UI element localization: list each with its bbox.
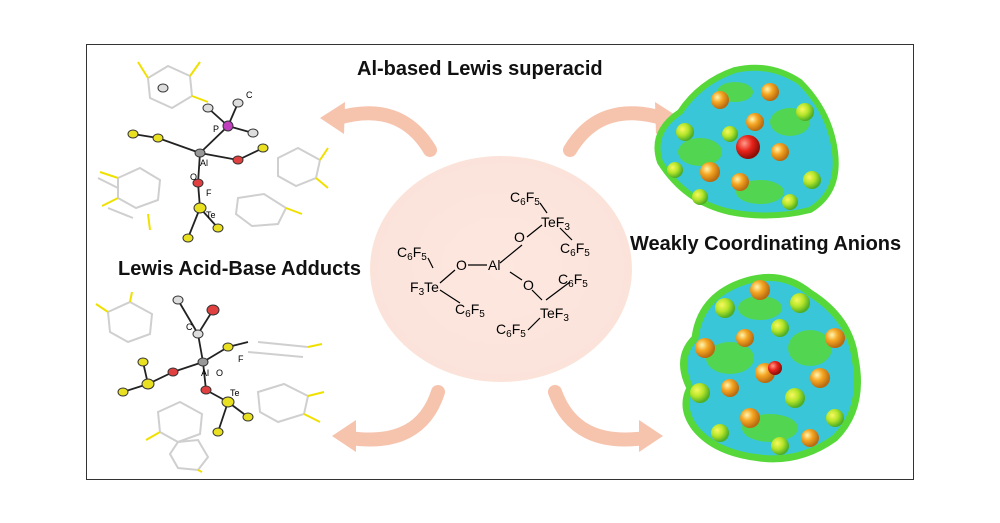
surface-atoms-top bbox=[667, 83, 821, 210]
formula-bottom-c6f5: C6F5 bbox=[496, 321, 526, 340]
crystal-structure-bottom: C Al O F Te bbox=[95, 291, 325, 473]
crystal-bottom-label-c: C bbox=[186, 322, 193, 332]
title-acid-base-adducts: Lewis Acid-Base Adducts bbox=[118, 258, 362, 280]
crystal-bottom-label-al: Al bbox=[201, 368, 209, 378]
wca-surface-bottom bbox=[680, 273, 861, 463]
title-weakly-coordinating-anions: Weakly Coordinating Anions bbox=[630, 233, 902, 255]
crystal-top-label-f: F bbox=[206, 188, 212, 198]
crystal-structure-top: C P Al O F Te bbox=[97, 61, 329, 243]
formula-top-oxygen: O bbox=[514, 229, 525, 245]
crystal-top-label-c: C bbox=[246, 90, 253, 100]
formula-left-bottom-c6f5: C6F5 bbox=[455, 301, 485, 320]
crystal-bottom-label-te: Te bbox=[230, 388, 240, 398]
central-red-atom bbox=[736, 135, 760, 159]
atom-ellipsoids-bottom bbox=[117, 295, 254, 437]
formula-top-right-c6f5: C6F5 bbox=[560, 240, 590, 259]
title-lewis-superacid: Al-based Lewis superacid bbox=[357, 58, 603, 80]
formula-right-c6f5: C6F5 bbox=[558, 271, 588, 290]
crystal-bottom-label-f: F bbox=[238, 354, 244, 364]
crystal-top-label-p: P bbox=[213, 124, 219, 134]
formula-left-f3te: F3Te bbox=[410, 279, 439, 298]
backbone-bonds bbox=[132, 102, 264, 239]
arrow-top-left-icon bbox=[320, 102, 437, 157]
wca-surface-top bbox=[654, 64, 839, 219]
arrow-bottom-right-icon bbox=[548, 385, 663, 452]
crystal-top-label-te: Te bbox=[206, 210, 216, 220]
phenyl-rings bbox=[97, 64, 322, 228]
central-glow bbox=[370, 156, 632, 382]
formula-left-oxygen: O bbox=[456, 257, 467, 273]
fluorine-bonds-bottom bbox=[95, 291, 325, 473]
formula-right-oxygen: O bbox=[523, 277, 534, 293]
formula-left-c6f5: C6F5 bbox=[397, 244, 427, 263]
atom-ellipsoids bbox=[127, 83, 269, 243]
crystal-top-label-al: Al bbox=[200, 158, 208, 168]
arrow-bottom-left-icon bbox=[332, 385, 445, 452]
formula-top-c6f5: C6F5 bbox=[510, 189, 540, 208]
crystal-bottom-label-o: O bbox=[216, 368, 223, 378]
surface-atoms-bottom bbox=[690, 280, 845, 455]
crystal-top-label-o: O bbox=[190, 172, 197, 182]
formula-al: Al bbox=[488, 257, 501, 273]
fluorine-bonds bbox=[99, 61, 329, 231]
formula-top-tef3: TeF3 bbox=[541, 214, 570, 233]
formula-right-tef3: TeF3 bbox=[540, 305, 569, 324]
